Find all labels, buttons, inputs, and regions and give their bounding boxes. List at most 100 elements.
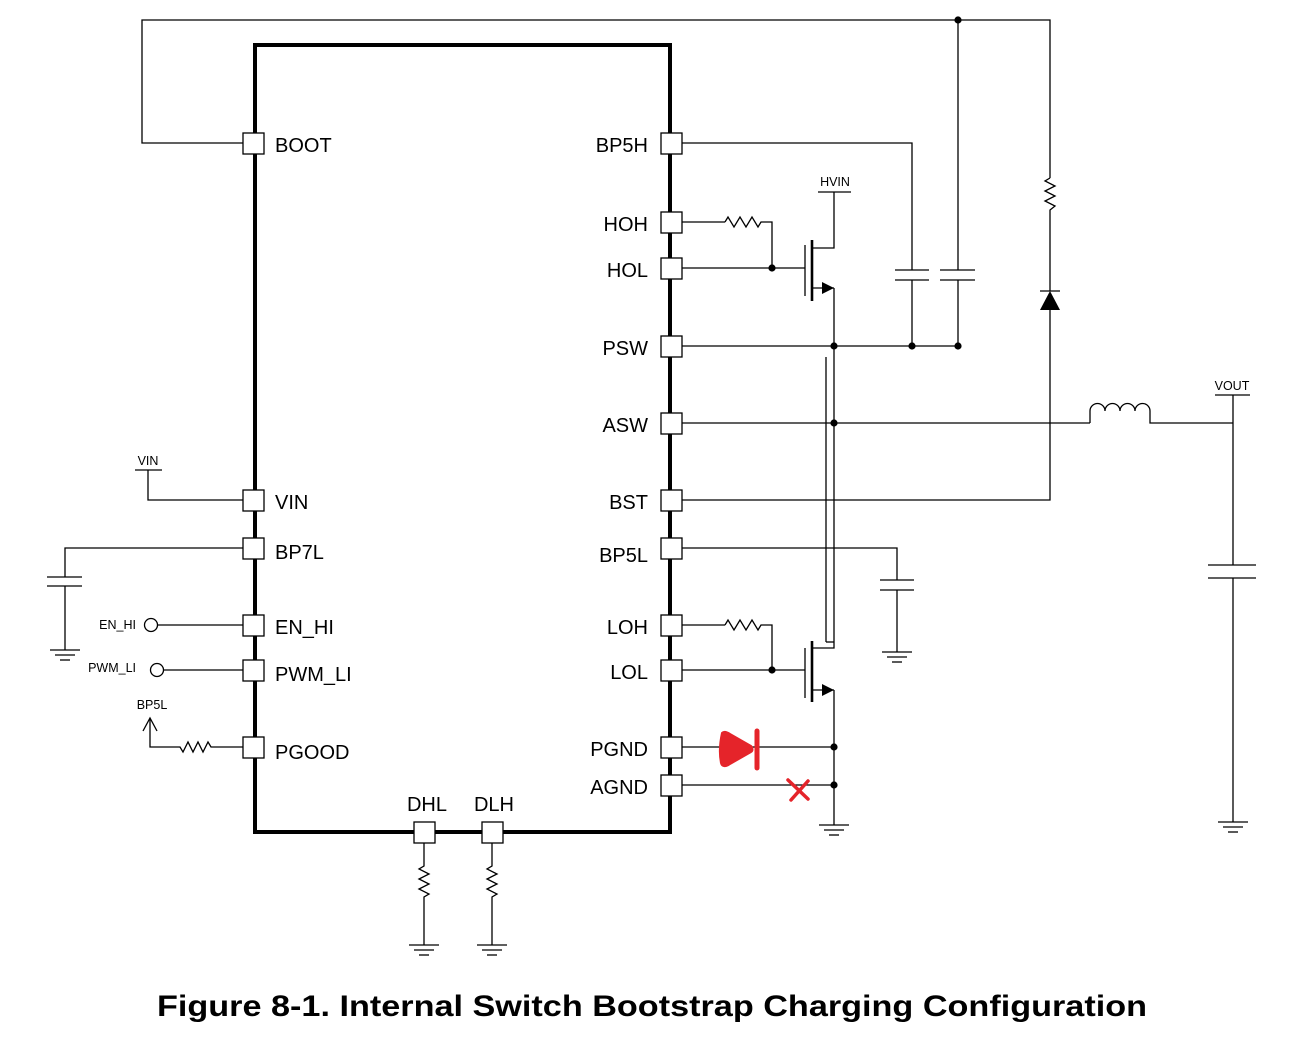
label-pgnd: PGND bbox=[590, 739, 648, 761]
dlh-resistor bbox=[485, 843, 499, 945]
pin-bp5l bbox=[660, 537, 683, 560]
pin-lol bbox=[660, 659, 683, 682]
red-cross-icon bbox=[786, 778, 810, 801]
pin-pwm-li bbox=[242, 659, 265, 682]
bp5l-net-label: BP5L bbox=[137, 698, 168, 712]
junction-dot bbox=[768, 264, 776, 272]
junction-dot bbox=[768, 666, 776, 674]
pin-bst bbox=[660, 489, 683, 512]
bp7l-wire bbox=[64, 547, 243, 577]
red-diode-icon bbox=[718, 730, 754, 768]
high-side-mosfet: HVIN bbox=[804, 175, 851, 642]
net-pgood: BP5L bbox=[137, 698, 243, 754]
hs-drain bbox=[812, 192, 835, 249]
net-pwm-li: PWM_LI bbox=[88, 661, 243, 678]
label-bst: BST bbox=[609, 492, 648, 514]
pin-pgood bbox=[242, 736, 265, 759]
label-boot: BOOT bbox=[275, 135, 332, 157]
pgood-resistor bbox=[149, 719, 243, 754]
net-boot bbox=[141, 16, 1060, 501]
pwm-li-terminal-icon bbox=[149, 662, 165, 678]
en-hi-terminal-icon bbox=[143, 617, 159, 633]
label-en-hi: EN_HI bbox=[275, 617, 334, 639]
boot-resistor bbox=[1043, 177, 1057, 291]
label-pwm-li: PWM_LI bbox=[275, 664, 352, 686]
right-pins bbox=[660, 132, 683, 797]
pin-agnd bbox=[660, 774, 683, 797]
vin-net-label: VIN bbox=[138, 454, 159, 468]
pin-psw bbox=[660, 335, 683, 358]
label-agnd: AGND bbox=[590, 777, 648, 799]
hvin-label: HVIN bbox=[820, 175, 850, 189]
net-psw bbox=[682, 342, 962, 350]
label-bp5l: BP5L bbox=[599, 545, 648, 567]
net-dhl bbox=[409, 843, 439, 956]
label-asw: ASW bbox=[602, 415, 648, 437]
net-bp5l bbox=[682, 547, 914, 663]
net-asw: VOUT bbox=[682, 379, 1256, 833]
junction-dot bbox=[908, 342, 916, 350]
net-dlh bbox=[477, 843, 507, 956]
output-inductor bbox=[1089, 402, 1233, 424]
pin-en-hi bbox=[242, 614, 265, 637]
boot-diode-triangle bbox=[1040, 291, 1060, 310]
hs-arrow bbox=[822, 282, 834, 294]
dhl-resistor bbox=[417, 843, 431, 945]
ground-icon bbox=[819, 824, 849, 836]
label-hol: HOL bbox=[607, 260, 648, 282]
pin-dhl bbox=[413, 821, 436, 844]
red-cross-icon bbox=[789, 779, 810, 802]
bp5h-wire bbox=[682, 142, 913, 270]
left-pin-labels: BOOT VIN BP7L EN_HI PWM_LI PGOOD bbox=[275, 135, 352, 764]
label-dlh: DLH bbox=[474, 794, 514, 816]
ground-icon bbox=[409, 944, 439, 956]
bottom-pin-labels: DHL DLH bbox=[407, 794, 514, 816]
pin-bp5h bbox=[660, 132, 683, 155]
net-loh-lol bbox=[682, 618, 805, 674]
ground-icon bbox=[882, 651, 912, 663]
pin-pgnd bbox=[660, 736, 683, 759]
red-markup bbox=[718, 728, 810, 802]
pin-bp7l bbox=[242, 537, 265, 560]
pin-boot bbox=[242, 132, 265, 155]
pwm-li-net-label: PWM_LI bbox=[88, 661, 136, 675]
net-bp5h bbox=[682, 142, 929, 346]
pin-asw bbox=[660, 412, 683, 435]
net-ground bbox=[682, 743, 849, 836]
ground-icon bbox=[1218, 821, 1248, 833]
label-dhl: DHL bbox=[407, 794, 447, 816]
right-pin-labels: BP5H HOH HOL PSW ASW BST BP5L LOH LOL PG… bbox=[590, 135, 648, 799]
ls-arrow bbox=[822, 684, 834, 696]
junction-dot bbox=[830, 743, 838, 751]
ground-icon bbox=[477, 944, 507, 956]
loh-resistor bbox=[724, 618, 773, 670]
label-bp5h: BP5H bbox=[596, 135, 648, 157]
bp5l-arrow-icon bbox=[142, 716, 158, 732]
pin-hol bbox=[660, 257, 683, 280]
junction-dot bbox=[830, 781, 838, 789]
boot-wire bbox=[141, 19, 1051, 178]
net-en-hi: EN_HI bbox=[99, 617, 243, 633]
label-loh: LOH bbox=[607, 617, 648, 639]
label-bp7l: BP7L bbox=[275, 542, 324, 564]
junction-dot bbox=[954, 342, 962, 350]
low-side-mosfet bbox=[804, 423, 835, 825]
label-pgood: PGOOD bbox=[275, 742, 349, 764]
figure-caption: Figure 8-1. Internal Switch Bootstrap Ch… bbox=[157, 990, 1147, 1023]
bottom-pins bbox=[413, 821, 504, 844]
hoh-resistor bbox=[724, 215, 773, 268]
label-lol: LOL bbox=[610, 662, 648, 684]
en-hi-net-label: EN_HI bbox=[99, 618, 136, 632]
vin-wire bbox=[147, 470, 243, 501]
pin-loh bbox=[660, 614, 683, 637]
net-bp7l bbox=[47, 547, 243, 661]
pin-hoh bbox=[660, 211, 683, 234]
label-psw: PSW bbox=[602, 338, 648, 360]
pin-dlh bbox=[481, 821, 504, 844]
pin-vin bbox=[242, 489, 265, 512]
ground-icon bbox=[50, 649, 80, 661]
net-vin: VIN bbox=[135, 454, 243, 501]
bp5l-wire bbox=[682, 547, 898, 580]
ic-body bbox=[253, 43, 672, 834]
